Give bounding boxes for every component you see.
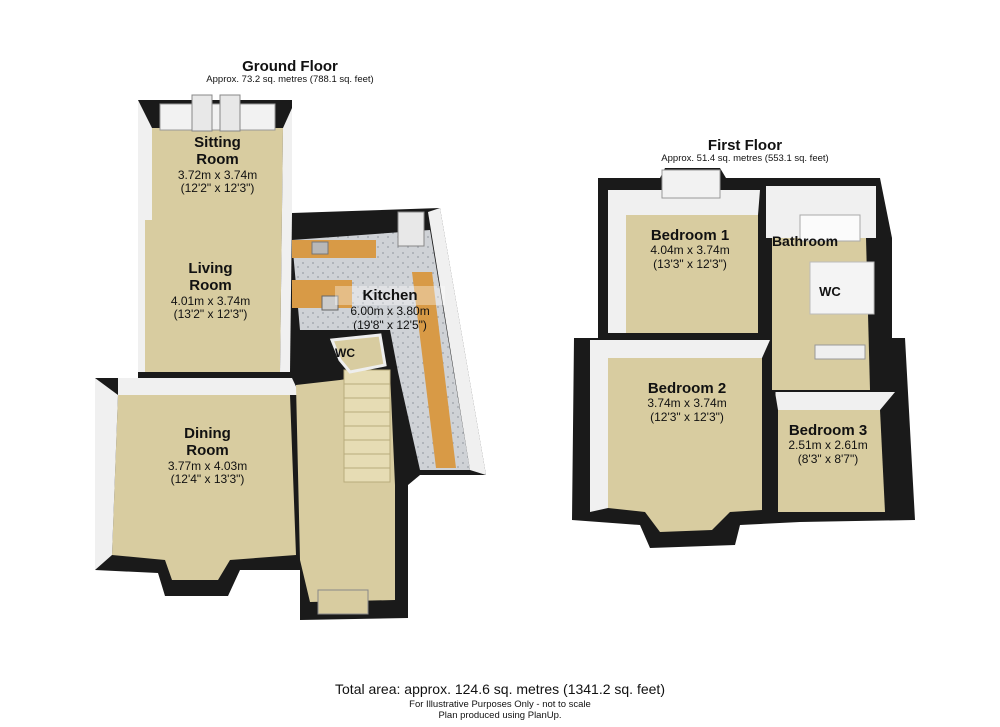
sitting-room-left-wall	[138, 100, 152, 372]
first-floor-title: First Floor	[707, 137, 783, 154]
living-room-imperial: (13'2" x 12'3")	[173, 307, 248, 322]
first-wc-room	[809, 261, 875, 315]
bedroom3-walls	[775, 392, 895, 410]
first-floor-heading: First Floor Approx. 51.4 sq. metres (553…	[640, 137, 850, 165]
living-room-metric: 4.01m x 3.74m	[170, 293, 251, 308]
sitting-living-room-floor	[145, 128, 283, 372]
bedroom3-floor	[778, 410, 885, 512]
bedroom1-floor	[626, 215, 758, 333]
french-door-right	[219, 94, 241, 132]
bedroom2-floor	[608, 358, 762, 532]
bedroom1-walls	[608, 190, 760, 333]
french-door-left	[191, 94, 213, 132]
living-room-name-1: Living	[188, 260, 233, 277]
ground-wc-floor	[329, 333, 387, 374]
kitchen-door	[397, 211, 425, 247]
bathroom-label: Bathroom	[760, 233, 850, 249]
total-area: Total area: approx. 124.6 sq. metres (13…	[335, 681, 665, 697]
first-wc-label: WC	[812, 284, 848, 300]
illustrative-note: For Illustrative Purposes Only - not to …	[409, 699, 591, 711]
living-room-label: Living Room 4.01m x 3.74m (13'2" x 12'3"…	[148, 260, 273, 322]
kitchen-right-wall	[428, 208, 486, 475]
kitchen-name: Kitchen	[335, 286, 445, 306]
sitting-room-right-wall	[280, 108, 292, 372]
sitting-room-imperial: (12'2" x 12'3")	[180, 181, 255, 196]
bedroom3-imperial: (8'3" x 8'7")	[797, 452, 859, 467]
bedroom1-window	[661, 169, 721, 199]
ground-floor-heading: Ground Floor Approx. 73.2 sq. metres (78…	[170, 58, 410, 86]
front-door	[317, 589, 369, 615]
bedroom1-metric: 4.04m x 3.74m	[650, 243, 730, 258]
bedroom2-metric: 3.74m x 3.74m	[647, 396, 727, 411]
kitchen-metric: 6.00m x 3.80m	[350, 304, 430, 319]
bedroom2-walls	[590, 340, 770, 512]
bedroom3-name: Bedroom 3	[788, 422, 868, 439]
first-floor-plan	[572, 168, 915, 548]
dining-room-floor	[112, 395, 296, 580]
kitchen-hob	[321, 295, 339, 311]
ground-wc-label: WC	[330, 346, 360, 361]
sitting-room-name-1: Sitting	[194, 134, 241, 151]
bedroom2-name: Bedroom 2	[647, 380, 727, 397]
living-room-name-2: Room	[189, 277, 232, 295]
bathtub	[799, 214, 861, 242]
bathroom-name: Bathroom	[771, 233, 839, 249]
dining-room-top-wall	[118, 378, 300, 395]
ground-floor-area: Approx. 73.2 sq. metres (788.1 sq. feet)	[206, 74, 374, 86]
ground-wc-name: WC	[335, 346, 355, 360]
sitting-room-window	[159, 103, 276, 131]
kitchen-label: Kitchen 6.00m x 3.80m (19'8" x 12'5")	[335, 286, 445, 333]
kitchen-sink	[311, 241, 329, 255]
landing-banister	[814, 344, 866, 360]
sitting-room-metric: 3.72m x 3.74m	[177, 167, 258, 182]
dining-room-name-1: Dining	[184, 425, 231, 442]
sitting-room-label: Sitting Room 3.72m x 3.74m (12'2" x 12'3…	[155, 134, 280, 196]
bedroom1-label: Bedroom 1 4.04m x 3.74m (13'3" x 12'3")	[630, 227, 750, 272]
first-floor-area: Approx. 51.4 sq. metres (553.1 sq. feet)	[661, 153, 829, 165]
bedroom3-label: Bedroom 3 2.51m x 2.61m (8'3" x 8'7")	[778, 422, 878, 467]
first-wc-name: WC	[819, 284, 841, 299]
bedroom3-metric: 2.51m x 2.61m	[788, 438, 868, 453]
staircase	[343, 369, 391, 483]
ground-floor-title: Ground Floor	[242, 58, 338, 75]
sitting-room-name-2: Room	[196, 151, 239, 169]
kitchen-imperial: (19'8" x 12'5")	[353, 318, 427, 333]
planup-credit: Plan produced using PlanUp.	[438, 710, 562, 722]
dining-room-label: Dining Room 3.77m x 4.03m (12'4" x 13'3"…	[145, 425, 270, 487]
kitchen-counter-right	[412, 272, 456, 468]
dining-room-left-wall	[95, 378, 118, 570]
dining-room-name-2: Room	[186, 442, 229, 460]
bedroom2-label: Bedroom 2 3.74m x 3.74m (12'3" x 12'3")	[628, 380, 746, 425]
ground-floor-plan	[95, 94, 486, 620]
dining-room-metric: 3.77m x 4.03m	[167, 458, 248, 473]
kitchen-counter-top	[292, 240, 376, 258]
bedroom2-imperial: (12'3" x 12'3")	[650, 410, 724, 425]
bedroom1-imperial: (13'3" x 12'3")	[653, 257, 727, 272]
dining-room-imperial: (12'4" x 13'3")	[170, 472, 245, 487]
footer: Total area: approx. 124.6 sq. metres (13…	[250, 681, 750, 722]
bedroom1-name: Bedroom 1	[650, 227, 730, 244]
